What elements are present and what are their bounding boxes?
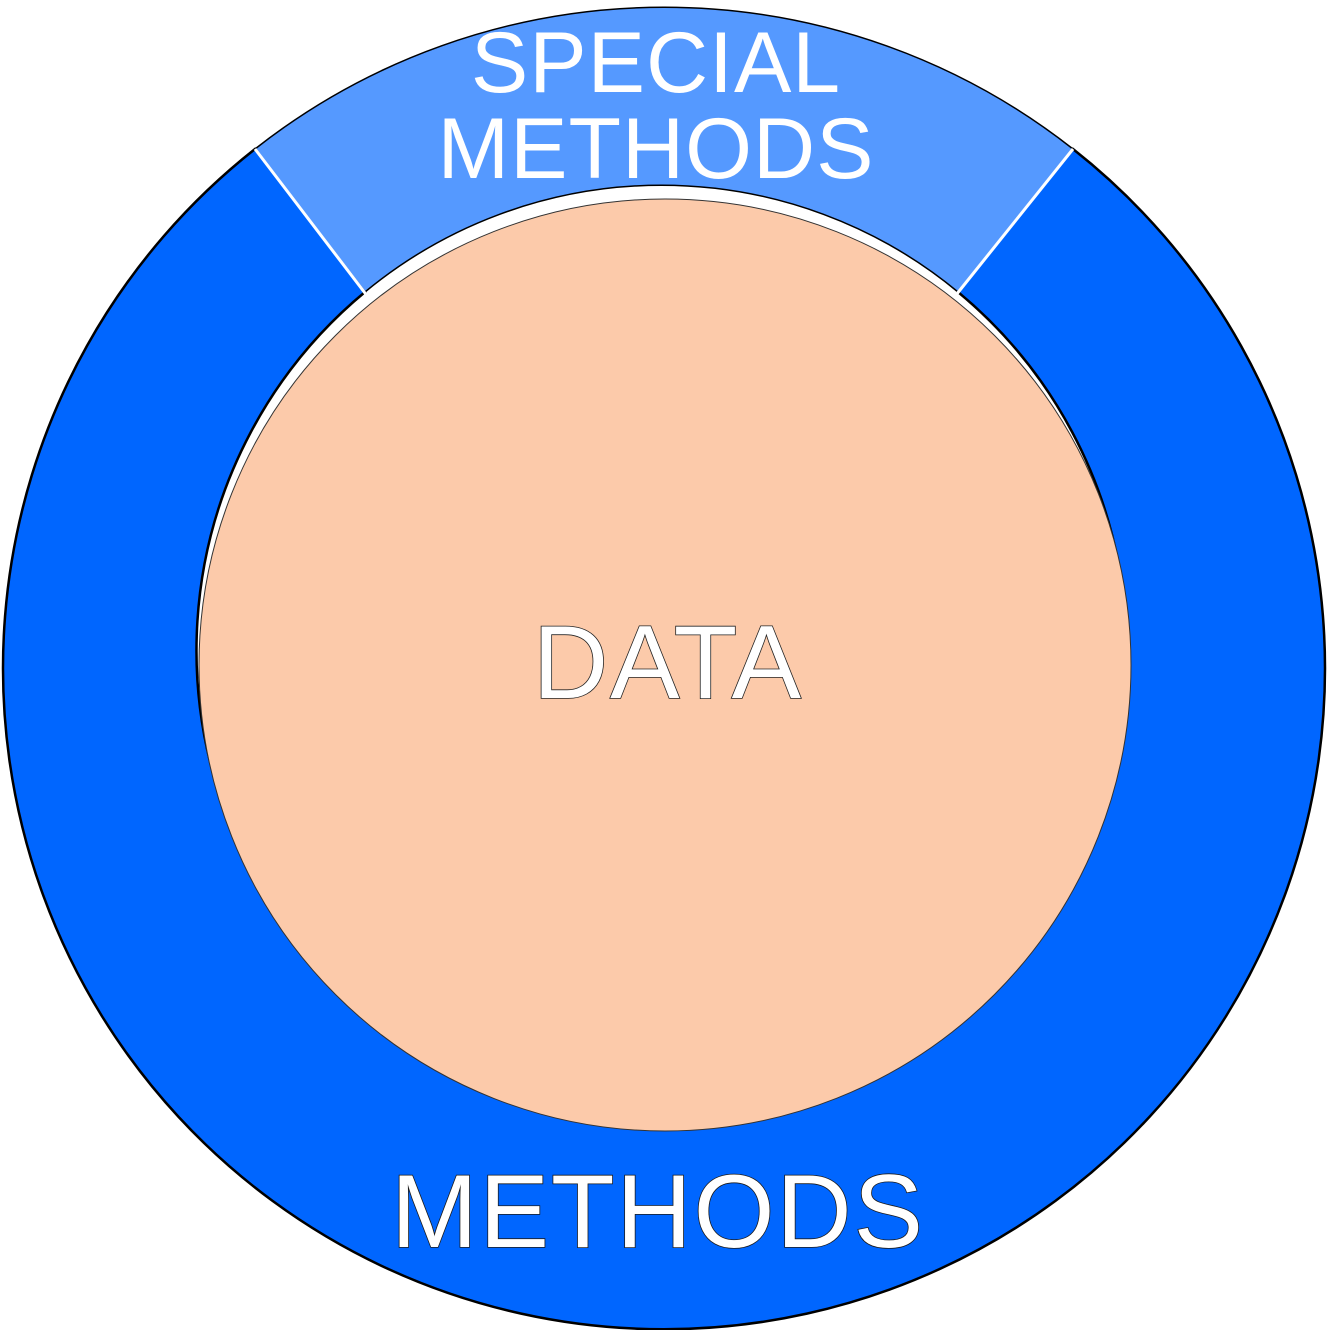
data-label: DATA: [533, 605, 803, 721]
special-methods-ring-segment: [253, 6, 1075, 294]
methods-label: METHODS: [391, 1154, 925, 1270]
segment-divider-left: [253, 148, 370, 298]
data-core-circle: [198, 198, 1132, 1132]
special-methods-label-line2: METHODS: [438, 101, 875, 197]
segment-divider-right: [954, 148, 1075, 296]
special-methods-label-line1: SPECIAL: [471, 15, 841, 111]
